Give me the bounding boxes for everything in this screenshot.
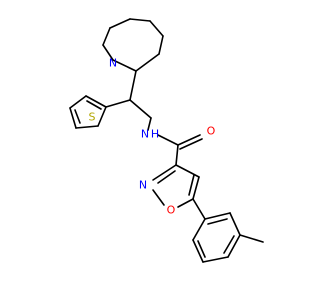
- isoxazole-oxygen-label: O: [167, 204, 176, 217]
- bond: [152, 189, 165, 206]
- bond: [192, 239, 204, 263]
- tolyl-group: [192, 198, 264, 263]
- bond: [229, 212, 241, 236]
- bond: [74, 109, 81, 124]
- bond: [227, 234, 241, 258]
- bond: [105, 99, 131, 108]
- bond: [102, 44, 114, 61]
- bond: [85, 95, 107, 108]
- azepane-ring: [102, 18, 164, 72]
- bond: [202, 256, 229, 263]
- bond: [177, 134, 201, 146]
- bond: [192, 218, 206, 241]
- ethyl-linker: [105, 70, 152, 131]
- bond: [69, 95, 87, 109]
- amide-hydrogen-label: H: [151, 128, 159, 141]
- bond: [109, 18, 131, 29]
- bond: [223, 235, 235, 254]
- bond: [188, 174, 195, 196]
- bond: [69, 107, 77, 129]
- bond: [129, 99, 152, 119]
- bond: [102, 27, 111, 46]
- bond: [149, 20, 164, 37]
- bond: [175, 144, 179, 166]
- bond: [112, 59, 137, 72]
- bond: [207, 218, 228, 225]
- molecule-structure: N S N H O N O: [69, 18, 264, 263]
- bond: [135, 53, 160, 72]
- bond: [147, 117, 152, 131]
- isoxazole-nitrogen-label: N: [139, 179, 147, 192]
- azepane-nitrogen-label: N: [109, 57, 117, 70]
- atom-labels: N S N H O N O: [89, 57, 216, 217]
- bond: [129, 18, 151, 22]
- bond: [86, 100, 102, 110]
- bond: [152, 164, 177, 181]
- bond: [177, 198, 194, 208]
- bond: [192, 198, 206, 220]
- bond: [157, 134, 179, 146]
- molecule-diagram: N S N H O N O: [69, 18, 264, 263]
- bond: [157, 170, 176, 184]
- bond: [179, 138, 203, 150]
- bond: [197, 240, 206, 258]
- bond: [158, 35, 164, 55]
- bond: [204, 212, 231, 220]
- thiophene-sulfur-label: S: [89, 111, 96, 124]
- bond: [239, 234, 264, 243]
- bond: [192, 176, 200, 200]
- bond: [97, 106, 107, 127]
- amide-group: [157, 134, 203, 166]
- thiophene-ring: [69, 95, 107, 129]
- isoxazole-ring: [152, 164, 200, 208]
- bond: [129, 70, 137, 101]
- amide-nitrogen-label: N: [141, 128, 149, 141]
- carbonyl-oxygen-label: O: [207, 125, 216, 138]
- bond: [175, 164, 200, 178]
- bond: [75, 125, 99, 129]
